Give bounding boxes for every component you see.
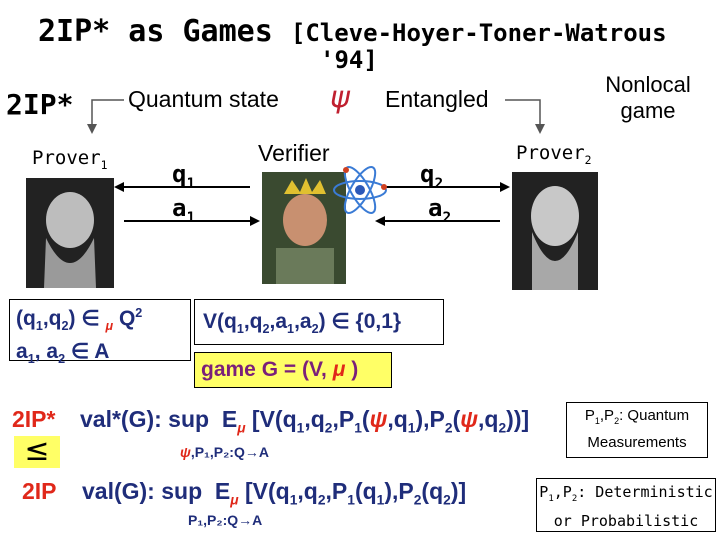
tag-2ip-star-val: 2IP* [12,406,56,432]
nonlocal-line2: game [620,98,676,123]
prover2-label: Prover2 [516,142,592,167]
answers-line: a1, a2 ∈ A [16,340,110,367]
prover1-label: Prover1 [32,147,108,172]
a1-arrowhead [250,216,260,226]
prover1-portrait [26,178,114,288]
prover2-bust-icon [512,172,598,290]
title-ref: [Cleve-Hoyer-Toner-Watrous [290,19,667,47]
quantum-note: P1,P2: Quantum Measurements [566,402,708,458]
nonlocal-line1: Nonlocal [605,72,691,97]
quantum-state-label: Quantum state [128,86,279,112]
q1-arrowhead [114,182,124,192]
a2-arrowhead [375,216,385,226]
q2-label: q2 [420,160,444,192]
a1-label: a1 [172,194,196,226]
val-star-sup-range: ψ,P₁,P₂:Q→A [180,444,269,460]
atom-icon [333,166,387,214]
verifier-predicate-box: V(q1,q2,a1,a2) ∈ {0,1} [194,299,444,345]
q1-label: q1 [172,160,196,192]
distribution-box: (q1,q2) ∈ μ Q2 a1, a2 ∈ A [9,299,191,366]
tag-2ip-val: 2IP [22,478,57,504]
val-sup-range: P₁,P₂:Q→A [188,512,263,528]
prover2-portrait [512,172,598,290]
verifier-king-icon [262,172,346,284]
deterministic-note: P1,P2: Deterministic or Probabilistic [536,478,716,532]
nonlocal-game-label: Nonlocal game [596,72,700,124]
page-title: 2IP* as Games [Cleve-Hoyer-Toner-Watrous [38,14,667,49]
psi-symbol: ψ [330,80,350,115]
prover1-bust-icon [26,178,114,288]
tag-2ip-star: 2IP* [6,88,74,121]
game-definition-box: game G = (V, μ ) [194,352,392,388]
questions-line: (q1,q2) ∈ μ Q2 [16,306,143,334]
leq-symbol: ≤ [14,436,60,468]
a2-label: a2 [428,194,452,226]
title-year: '94] [320,46,378,74]
verifier-portrait [262,172,346,284]
title-main: 2IP* as Games [38,14,273,49]
q2-arrowhead [500,182,510,192]
val-star-expression: val*(G): sup Eμ [V(q1,q2,P1(ψ,q1),P2(ψ,q… [80,406,530,436]
left-connector [91,99,124,128]
verifier-label: Verifier [258,140,330,166]
right-connector [505,99,541,128]
entangled-label: Entangled [385,86,489,112]
val-expression: val(G): sup Eμ [V(q1,q2,P1(q1),P2(q2)] [82,478,467,508]
